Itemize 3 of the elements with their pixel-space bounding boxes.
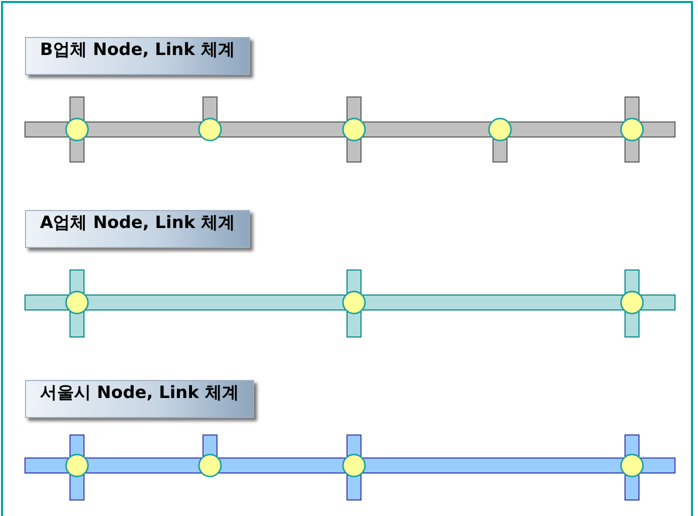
section-heading: B업체 Node, Link 체계 bbox=[25, 37, 250, 75]
section-heading: A업체 Node, Link 체계 bbox=[25, 210, 250, 248]
section-heading: 서울시 Node, Link 체계 bbox=[25, 380, 254, 418]
